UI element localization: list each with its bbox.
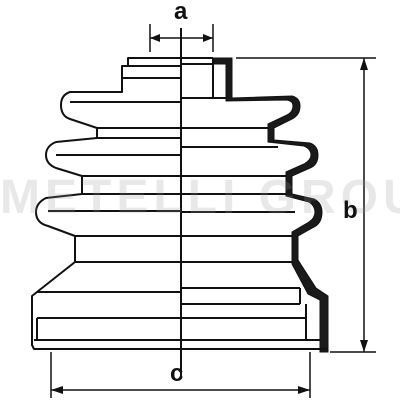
dimension-a — [149, 24, 214, 52]
dimension-c-label: c — [170, 360, 184, 387]
boot-outline-left — [31, 57, 182, 350]
boot-ridges-left — [34, 65, 181, 341]
boot-section-right — [181, 57, 329, 353]
dimension-b-label: b — [343, 197, 358, 224]
dimension-a-label: a — [174, 0, 188, 25]
section-wall — [212, 57, 329, 353]
dimension-b — [236, 57, 376, 353]
dimension-c — [50, 352, 311, 398]
